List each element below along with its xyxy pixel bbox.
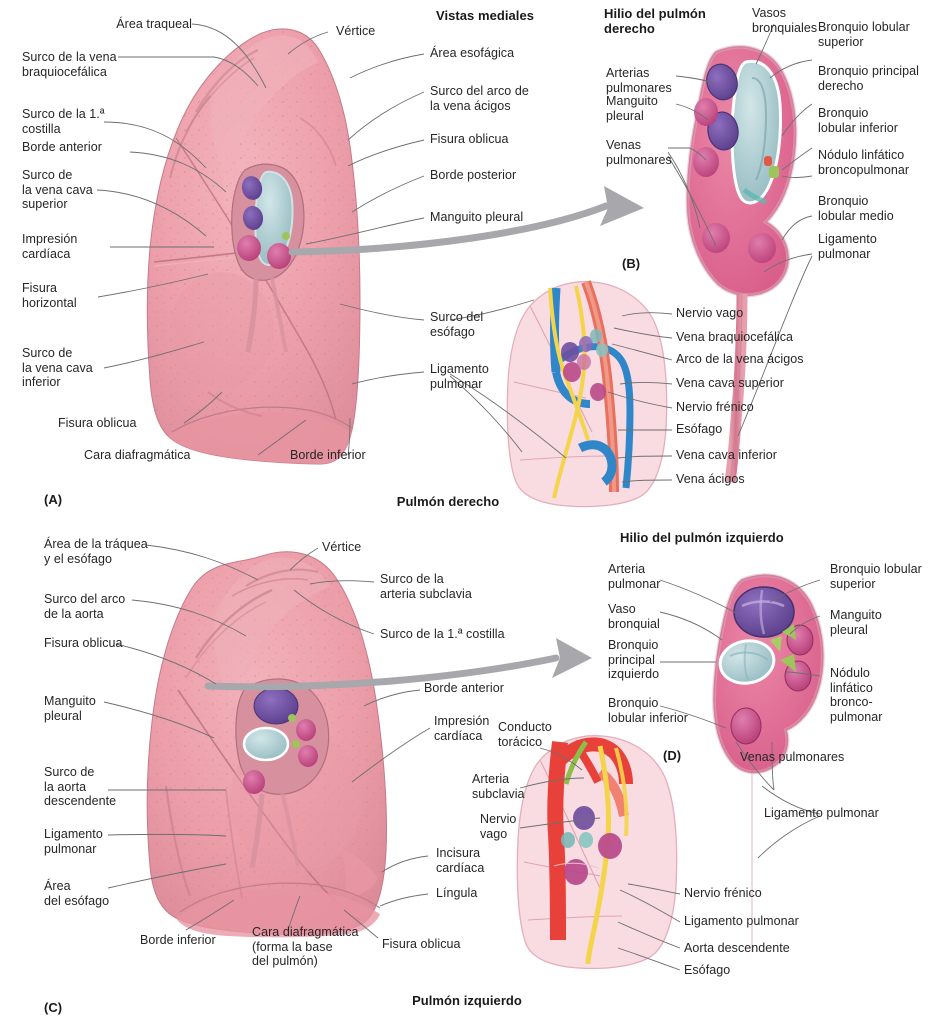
label-borde-inferior-c: Borde inferior [140, 933, 216, 947]
label-vena-acigos: Vena ácigos [676, 472, 745, 486]
label-area-esofagica: Área esofágica [430, 46, 515, 60]
label-nervio-vago-left: Nervio vago [480, 812, 517, 841]
label-fisura-oblicua-a: Fisura oblicua [58, 416, 137, 430]
label-surco-aorta-descendente: Surco de la aorta descendente [44, 765, 117, 808]
label-cara-diafragmatica-a: Cara diafragmática [84, 448, 191, 462]
label-fisura-horizontal: Fisura horizontal [22, 281, 77, 310]
right-lung-hilum-inset [231, 163, 305, 353]
arrow-c-to-d [204, 638, 592, 691]
label-bronquio-lobular-superior-d: Bronquio lobular superior [830, 562, 922, 591]
label-esofago-left: Esófago [684, 963, 731, 977]
label-bronquio-principal-izquierdo: Bronquio principal izquierdo [608, 638, 660, 681]
label-nervio-vago-right: Nervio vago [676, 306, 744, 320]
label-borde-posterior: Borde posterior [430, 168, 517, 182]
label-vertice-c: Vértice [322, 540, 362, 554]
left-lung-illustration [146, 551, 388, 938]
label-nodulo-linfatico-broncopulmonar-b: Nódulo linfático broncopulmonar [818, 148, 910, 177]
label-aorta-descendente: Aorta descendente [684, 941, 790, 955]
heading-hilum-left: Hilio del pulmón izquierdo [620, 530, 784, 545]
label-nervio-frenico-right: Nervio frénico [676, 400, 754, 414]
label-vena-cava-inferior: Vena cava inferior [676, 448, 777, 462]
label-arterias-pulmonares: Arterias pulmonares [606, 66, 672, 95]
right-lung-illustration [146, 28, 361, 465]
label-borde-anterior-c: Borde anterior [424, 681, 504, 695]
label-surco-arteria-subclavia: Surco de la arteria subclavia [380, 572, 472, 601]
label-borde-anterior: Borde anterior [22, 140, 102, 154]
label-surco-vena-cava-superior: Surco de la vena cava superior [22, 168, 93, 211]
label-ligamento-pulmonar-a: Ligamento pulmonar [430, 362, 489, 391]
label-ligamento-pulmonar-d: Ligamento pulmonar [764, 806, 879, 820]
label-bronquio-lobular-medio: Bronquio lobular medio [818, 194, 894, 223]
label-fisura-oblicua-c-bottom: Fisura oblicua [382, 937, 461, 951]
panel-id-c: (C) [44, 1000, 63, 1015]
label-arteria-subclavia: Arteria subclavia [472, 772, 525, 801]
label-surco-arco-aorta: Surco del arco de la aorta [44, 592, 126, 621]
label-area-traqueal: Área traqueal [116, 17, 192, 31]
heading-hilum-right: Hilio del pulmón derecho [604, 6, 706, 36]
label-surco-arco-vena-acigos: Surco del arco de la vena ácigos [430, 84, 529, 113]
label-manguito-pleural-c: Manguito pleural [44, 694, 96, 723]
caption-left-lung: Pulmón izquierdo [412, 993, 522, 1008]
label-surco-esofago: Surco del esófago [430, 310, 484, 339]
label-nodulo-linfatico-broncopulmonar-d: Nódulo linfático bronco- pulmonar [830, 666, 883, 724]
label-cara-diafragmatica-c: Cara diafragmática (forma la base del pu… [252, 925, 359, 968]
left-mediastinum-illustration [516, 735, 678, 970]
label-bronquio-principal-derecho: Bronquio principal derecho [818, 64, 919, 93]
label-impresion-cardiaca: Impresión cardíaca [22, 232, 78, 261]
label-manguito-pleural-a: Manguito pleural [430, 210, 524, 224]
label-ligamento-pulmonar-c: Ligamento pulmonar [44, 827, 103, 856]
panel-id-a: (A) [44, 492, 63, 507]
label-venas-pulmonares-b: Venas pulmonares [606, 138, 672, 167]
label-vena-braquiocefalica: Vena braquiocefálica [676, 330, 794, 344]
label-surco-primera-costilla: Surco de la 1.ª costilla [22, 107, 105, 136]
label-area-traquea-esofago: Área de la tráquea y el esófago [44, 537, 148, 566]
left-lung-hilum-inset [235, 678, 330, 869]
label-vena-cava-superior: Vena cava superior [676, 376, 784, 390]
label-bronquio-lobular-inferior-d: Bronquio lobular inferior [608, 696, 689, 725]
label-vasos-bronquiales: Vasos bronquiales [752, 6, 818, 35]
label-arteria-pulmonar-d: Arteria pulmonar [608, 562, 661, 591]
label-impresion-cardiaca-c: Impresión cardíaca [434, 714, 490, 743]
label-fisura-oblicua-a-right: Fisura oblicua [430, 132, 509, 146]
label-manguito-pleural-b: Manguito pleural [606, 94, 658, 123]
label-manguito-pleural-d: Manguito pleural [830, 608, 882, 637]
caption-right-lung: Pulmón derecho [396, 494, 500, 509]
panel-id-d: (D) [663, 748, 682, 763]
label-ligamento-pulmonar-b: Ligamento pulmonar [818, 232, 877, 261]
label-bronquio-lobular-inferior-b: Bronquio lobular inferior [818, 106, 899, 135]
label-surco-vena-cava-inferior: Surco de la vena cava inferior [22, 346, 93, 389]
label-ligamento-pulmonar-left-med: Ligamento pulmonar [684, 914, 799, 928]
label-lingula: Língula [436, 886, 478, 900]
panel-id-b: (B) [622, 256, 641, 271]
label-arco-vena-acigos: Arco de la vena ácigos [676, 352, 804, 366]
right-hilum-enlarged-illustration [685, 44, 798, 483]
label-venas-pulmonares-d: Venas pulmonares [740, 750, 845, 764]
label-borde-inferior-a: Borde inferior [290, 448, 366, 462]
label-conducto-toracico: Conducto torácico [498, 720, 552, 749]
heading-vistas-mediales: Vistas mediales [435, 8, 535, 23]
label-fisura-oblicua-c: Fisura oblicua [44, 636, 123, 650]
label-surco-primera-costilla-c: Surco de la 1.ª costilla [380, 627, 505, 641]
label-esofago-right: Esófago [676, 422, 723, 436]
label-vertice-a: Vértice [336, 24, 376, 38]
label-incisura-cardiaca: Incisura cardíaca [436, 846, 485, 875]
label-vaso-bronquial: Vaso bronquial [608, 602, 660, 631]
label-area-esofago-c: Área del esófago [44, 879, 110, 908]
label-surco-vena-braquiocefalica: Surco de la vena braquiocefálica [22, 50, 117, 79]
label-bronquio-lobular-superior-b: Bronquio lobular superior [818, 20, 910, 49]
label-nervio-frenico-left: Nervio frénico [684, 886, 762, 900]
